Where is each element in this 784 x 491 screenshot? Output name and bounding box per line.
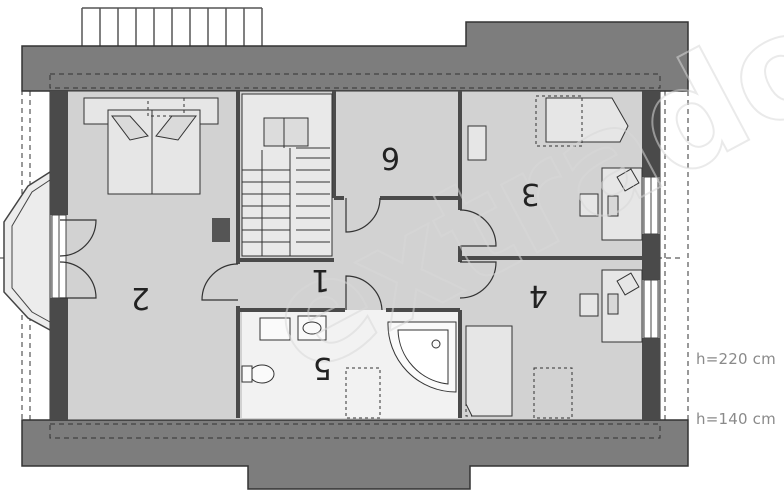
roof-bottom-eave — [21, 419, 689, 490]
windows-right — [643, 176, 659, 339]
bay-window — [3, 171, 51, 331]
balcony-railing — [81, 7, 263, 46]
room-label-5: 5 — [313, 350, 332, 385]
double-bed — [83, 97, 219, 195]
room-label-2: 2 — [131, 280, 150, 315]
height-label-220: h=220 cm — [696, 350, 776, 368]
room3-furniture — [467, 97, 643, 241]
staircase — [241, 93, 333, 257]
room-label-4: 4 — [529, 278, 548, 313]
bathroom-fixtures — [241, 315, 457, 393]
room-label-6: 6 — [381, 140, 400, 175]
interior-walls — [236, 91, 642, 418]
chimney — [212, 218, 230, 242]
height-label-140: h=140 cm — [696, 410, 776, 428]
room-label-1: 1 — [311, 262, 330, 297]
walls — [50, 91, 660, 420]
window-left — [51, 214, 67, 299]
room4-furniture — [465, 269, 643, 417]
wardrobe-dashed — [147, 97, 185, 117]
room-label-3: 3 — [521, 176, 540, 211]
stair-steps — [242, 118, 330, 256]
doors — [59, 197, 497, 311]
